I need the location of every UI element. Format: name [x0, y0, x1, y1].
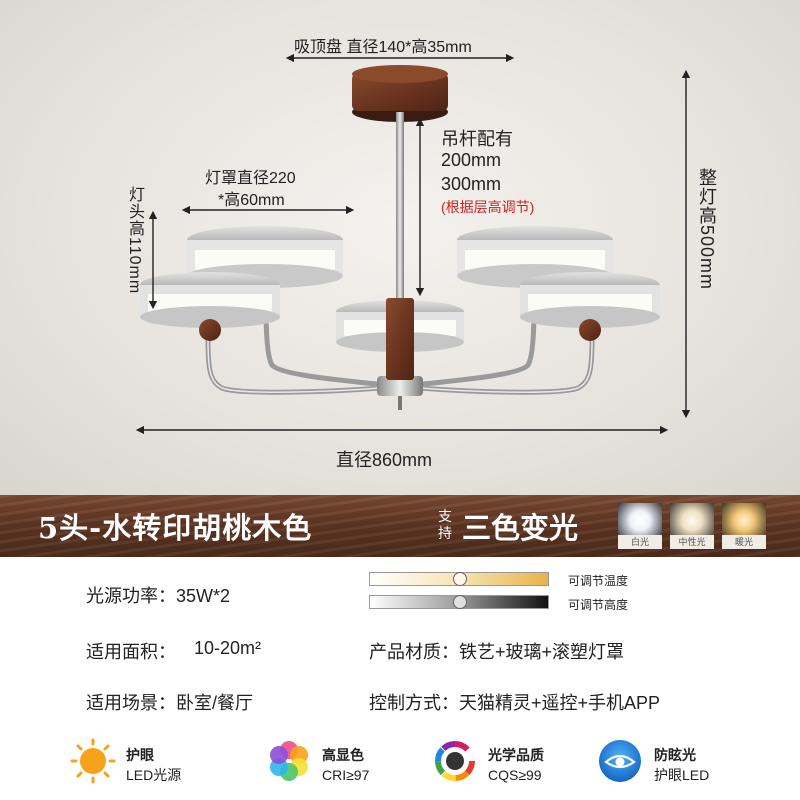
lamp-back-right: [457, 226, 613, 301]
total-height: 整灯高500mm: [697, 168, 717, 291]
spec-scene: 适用场景：卧室/餐厅: [86, 693, 254, 713]
canopy-dimension: 吸顶盘 直径140*高35mm: [294, 39, 472, 56]
chandelier-illustration: [135, 53, 691, 435]
down-rod: [396, 112, 404, 380]
rod-note: (根据层高调节): [441, 199, 535, 215]
spec-material: 产品材质：铁艺+玻璃+滚塑灯罩: [369, 642, 625, 662]
model-banner: 5头-水转印胡桃木色 支持 三色变光 白光 中性光 暖光: [0, 495, 800, 557]
center-wood-sleeve: [386, 298, 414, 380]
shade-diameter: 灯罩直径220: [205, 170, 296, 187]
product-hero: 吸顶盘 直径140*高35mm 吊杆配有 200mm 300mm (根据层高调节…: [0, 0, 800, 495]
spec-power: 光源功率：35W*2: [86, 586, 231, 606]
spectrum-ring-icon: [435, 741, 475, 781]
feature-title: 护眼: [126, 747, 154, 763]
head-height: 灯头高110mm: [126, 186, 143, 295]
shade-height: *高60mm: [218, 192, 285, 209]
feature-title: 光学品质: [488, 747, 544, 763]
feature-sub: LED光源: [126, 767, 182, 783]
spec-area-value: 10-20m²: [194, 638, 262, 658]
white-light-icon: [618, 503, 662, 535]
model-title: 5头-水转印胡桃木色: [38, 511, 313, 545]
spec-control: 控制方式：天猫精灵+遥控+手机APP: [369, 693, 661, 713]
color-temp-slider[interactable]: [369, 572, 549, 586]
brightness-slider[interactable]: [369, 595, 549, 609]
color-temp-caption: 可调节温度: [568, 574, 629, 588]
warm-light-icon: [722, 503, 766, 535]
rod-title: 吊杆配有: [441, 129, 513, 149]
rod-option-200: 200mm: [441, 150, 502, 170]
hub: [377, 376, 423, 396]
swatch-label: 暖光: [722, 535, 766, 549]
canopy: [352, 73, 448, 111]
swatch-label: 中性光: [670, 535, 714, 549]
swatch-neutral: 中性光: [670, 503, 714, 549]
slider-knob[interactable]: [453, 572, 467, 586]
feature-cri: 高显色 CRI≥97: [322, 745, 369, 785]
lamp-front-right: [520, 272, 660, 341]
feature-title: 防眩光: [654, 747, 696, 763]
feature-sub: 护眼LED: [654, 767, 710, 783]
feature-cqs: 光学品质 CQS≥99: [488, 745, 544, 785]
brightness-caption: 可调节高度: [568, 598, 629, 612]
three-color-title: 三色变光: [462, 511, 579, 545]
feature-anti-glare: 防眩光 护眼LED: [654, 745, 709, 785]
color-wheel-icon: [270, 741, 308, 781]
feature-title: 高显色: [322, 747, 364, 763]
rod-option-300: 300mm: [441, 174, 502, 194]
swatch-warm: 暖光: [722, 503, 766, 549]
neutral-light-icon: [670, 503, 714, 535]
support-label: 支持: [438, 508, 452, 541]
swatch-label: 白光: [618, 535, 662, 549]
overall-diameter: 直径860mm: [336, 450, 433, 470]
feature-eye-care: 护眼 LED光源: [126, 745, 181, 785]
sun-icon: [70, 738, 116, 784]
lamp-front-left: [140, 272, 280, 341]
swatch-white: 白光: [618, 503, 662, 549]
slider-knob[interactable]: [453, 595, 467, 609]
feature-sub: CRI≥97: [322, 767, 370, 783]
spec-area-label: 适用面积：: [86, 642, 176, 662]
lamp-center: [336, 298, 464, 380]
feature-sub: CQS≥99: [488, 767, 542, 783]
eye-icon: [599, 740, 641, 782]
